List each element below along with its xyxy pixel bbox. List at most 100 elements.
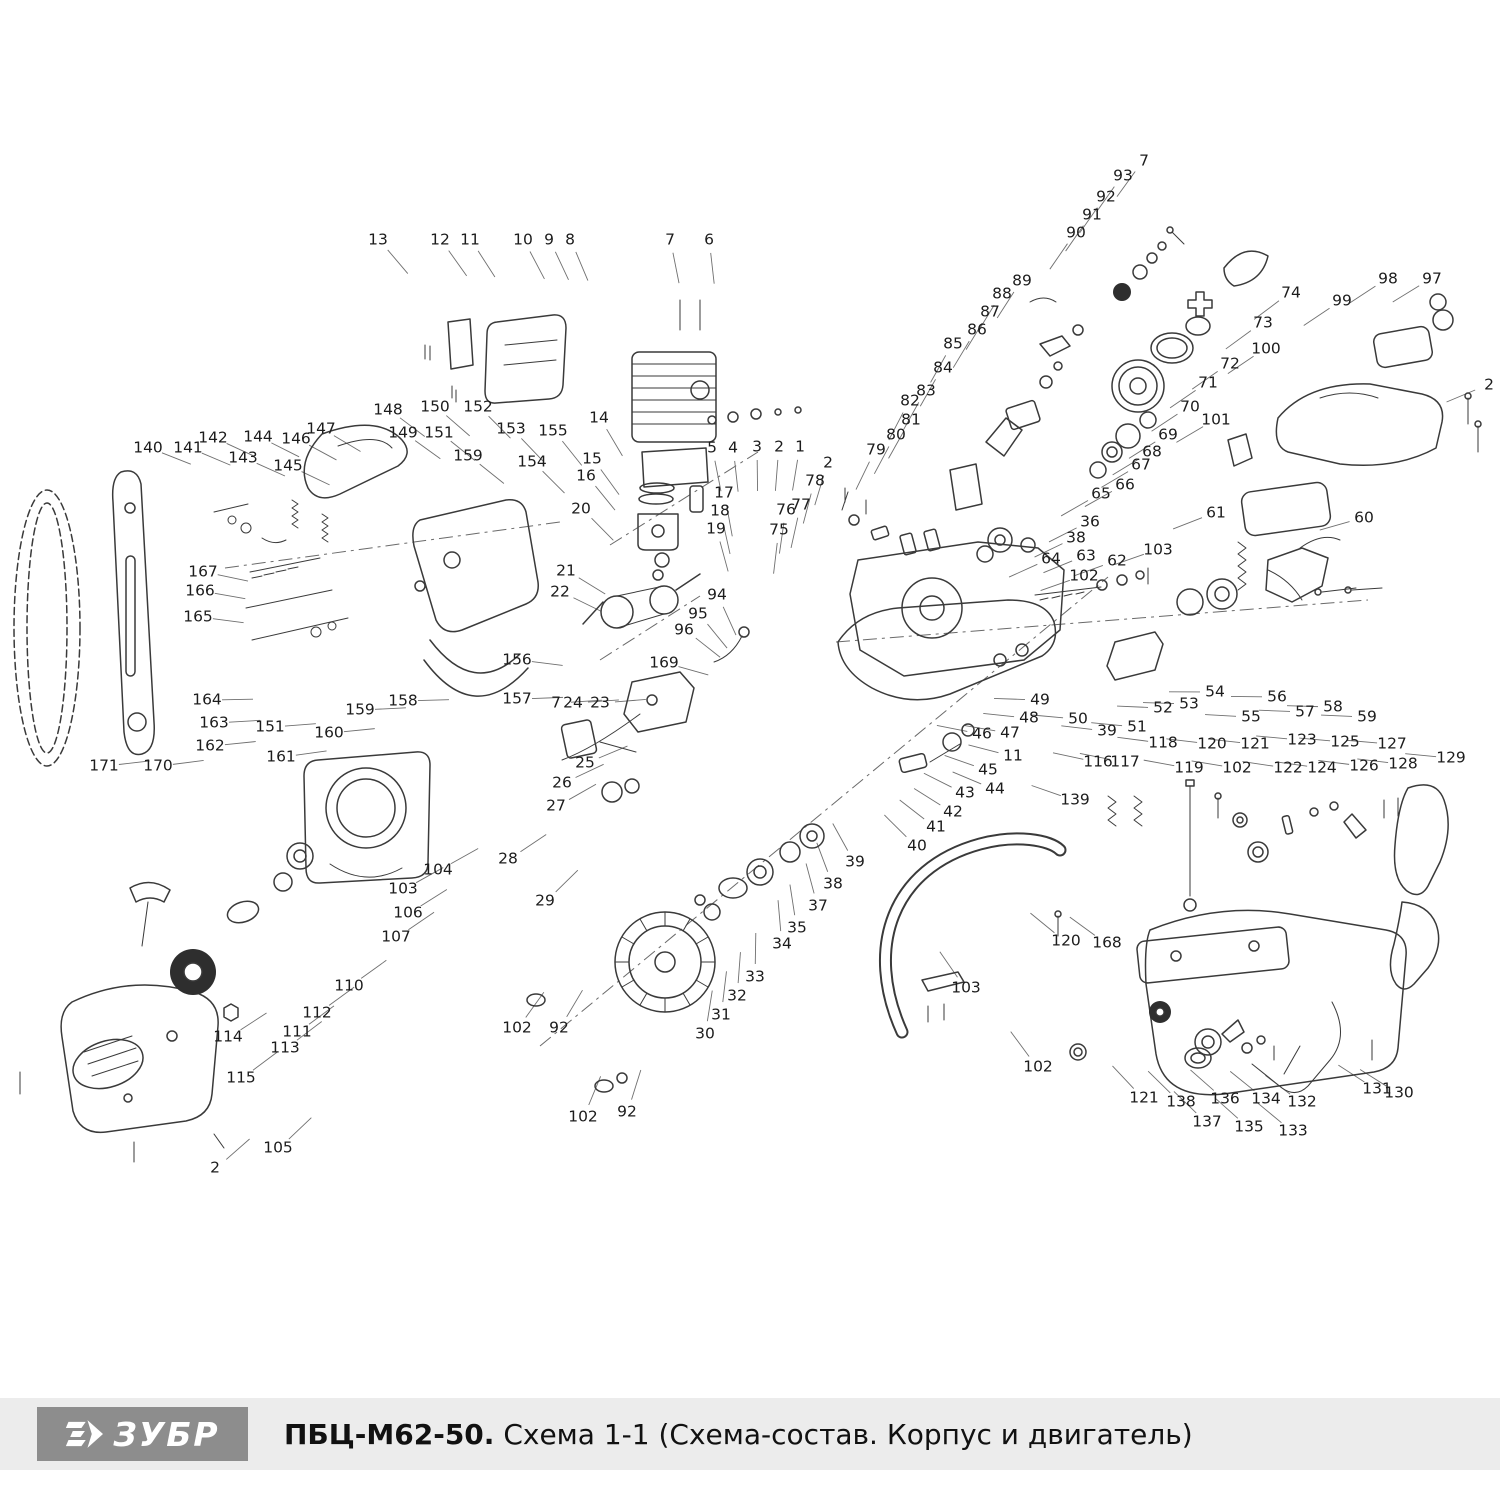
part-number-label: 113 <box>270 1038 300 1057</box>
part-number-label: 76 <box>776 500 796 519</box>
part-number-label: 142 <box>198 428 228 447</box>
part-number-label: 119 <box>1174 758 1204 777</box>
part-number-label: 141 <box>173 438 203 457</box>
part-number-label: 15 <box>582 449 602 468</box>
part-number-label: 144 <box>243 427 273 446</box>
part-number-label: 103 <box>388 879 418 898</box>
part-number-label: 161 <box>266 747 296 766</box>
part-number-label: 91 <box>1082 205 1102 224</box>
covers-right <box>1227 293 1482 537</box>
part-number-label: 139 <box>1060 790 1090 809</box>
mount-hardware <box>213 499 329 544</box>
chain-brake-parts <box>1106 541 1383 681</box>
part-number-label: 13 <box>368 230 388 249</box>
part-number-label: 19 <box>706 519 726 538</box>
part-number-label: 16 <box>576 466 596 485</box>
part-number-label: 130 <box>1384 1083 1414 1102</box>
part-number-label: 100 <box>1251 339 1281 358</box>
part-number-label: 86 <box>967 320 987 339</box>
part-number-label: 101 <box>1201 410 1231 429</box>
part-number-label: 132 <box>1287 1092 1317 1111</box>
part-number-label: 88 <box>992 284 1012 303</box>
part-number-label: 121 <box>1240 734 1270 753</box>
part-number-label: 160 <box>314 723 344 742</box>
part-number-label: 87 <box>980 302 1000 321</box>
part-number-label: 123 <box>1287 730 1317 749</box>
part-number-label: 149 <box>388 423 418 442</box>
part-number-label: 147 <box>306 419 336 438</box>
starter-assembly <box>19 881 219 1163</box>
part-number-label: 146 <box>281 429 311 448</box>
part-number-label: 77 <box>791 495 811 514</box>
part-number-label: 129 <box>1436 748 1466 767</box>
part-number-label: 68 <box>1142 442 1162 461</box>
diagram-title: ПБЦ-М62-50. Схема 1-1 (Схема-состав. Кор… <box>284 1418 1193 1451</box>
part-number-label: 140 <box>133 438 163 457</box>
misc-screws <box>213 344 1149 1149</box>
part-number-label: 28 <box>498 849 518 868</box>
part-number-label: 92 <box>549 1018 569 1037</box>
part-number-label: 25 <box>575 753 595 772</box>
part-number-label: 2 <box>774 437 784 456</box>
switch-parts <box>560 719 640 803</box>
fasteners-top-right <box>1113 226 1185 301</box>
part-number-label: 89 <box>1012 271 1032 290</box>
part-number-label: 151 <box>255 717 285 736</box>
part-number-label: 9 <box>544 230 554 249</box>
part-number-label: 93 <box>1113 166 1133 185</box>
handle-grip <box>1389 784 1449 990</box>
part-number-label: 38 <box>1066 528 1086 547</box>
part-number-label: 30 <box>695 1024 715 1043</box>
part-number-label: 103 <box>951 978 981 997</box>
part-number-label: 80 <box>886 425 906 444</box>
part-number-label: 164 <box>192 690 222 709</box>
part-number-label: 51 <box>1127 717 1147 736</box>
part-number-label: 111 <box>282 1022 312 1041</box>
rear-handle-tank <box>1069 909 1407 1096</box>
front-handle-guard <box>303 424 408 499</box>
construction-lines <box>224 451 1369 1047</box>
part-number-label: 70 <box>1180 397 1200 416</box>
part-number-label: 170 <box>143 756 173 775</box>
part-number-label: 21 <box>556 561 576 580</box>
part-number-label: 103 <box>1143 540 1173 559</box>
brake-lever <box>1265 536 1341 603</box>
part-number-label: 8 <box>565 230 575 249</box>
part-number-label: 62 <box>1107 551 1127 570</box>
part-number-label: 166 <box>185 581 215 600</box>
part-number-label: 151 <box>424 423 454 442</box>
part-number-label: 33 <box>745 967 765 986</box>
part-number-label: 36 <box>1080 512 1100 531</box>
part-number-label: 97 <box>1422 269 1442 288</box>
part-number-label: 72 <box>1220 354 1240 373</box>
part-number-label: 107 <box>381 927 411 946</box>
part-number-label: 95 <box>688 604 708 623</box>
part-number-label: 71 <box>1198 373 1218 392</box>
part-number-label: 73 <box>1253 313 1273 332</box>
part-number-label: 67 <box>1131 455 1151 474</box>
part-number-label: 126 <box>1349 756 1379 775</box>
part-number-label: 5 <box>707 438 717 457</box>
part-number-label: 7 <box>1139 151 1149 170</box>
part-number-label: 46 <box>972 724 992 743</box>
part-number-label: 59 <box>1357 707 1377 726</box>
part-number-label: 158 <box>388 691 418 710</box>
part-number-label: 27 <box>546 796 566 815</box>
part-number-label: 120 <box>1197 734 1227 753</box>
part-number-label: 136 <box>1210 1089 1240 1108</box>
part-number-label: 102 <box>1023 1057 1053 1076</box>
part-number-label: 53 <box>1179 694 1199 713</box>
part-number-label: 83 <box>916 381 936 400</box>
part-number-label: 120 <box>1051 931 1081 950</box>
part-number-label: 159 <box>345 700 375 719</box>
part-number-label: 32 <box>727 986 747 1005</box>
part-number-label: 61 <box>1206 503 1226 522</box>
part-number-label: 105 <box>263 1138 293 1157</box>
part-number-label: 4 <box>728 438 738 457</box>
part-number-label: 11 <box>1003 746 1023 765</box>
part-number-label: 135 <box>1234 1117 1264 1136</box>
saw-chain <box>13 489 81 767</box>
bar-studs <box>245 557 349 641</box>
clutch-cover-brake <box>412 499 539 697</box>
